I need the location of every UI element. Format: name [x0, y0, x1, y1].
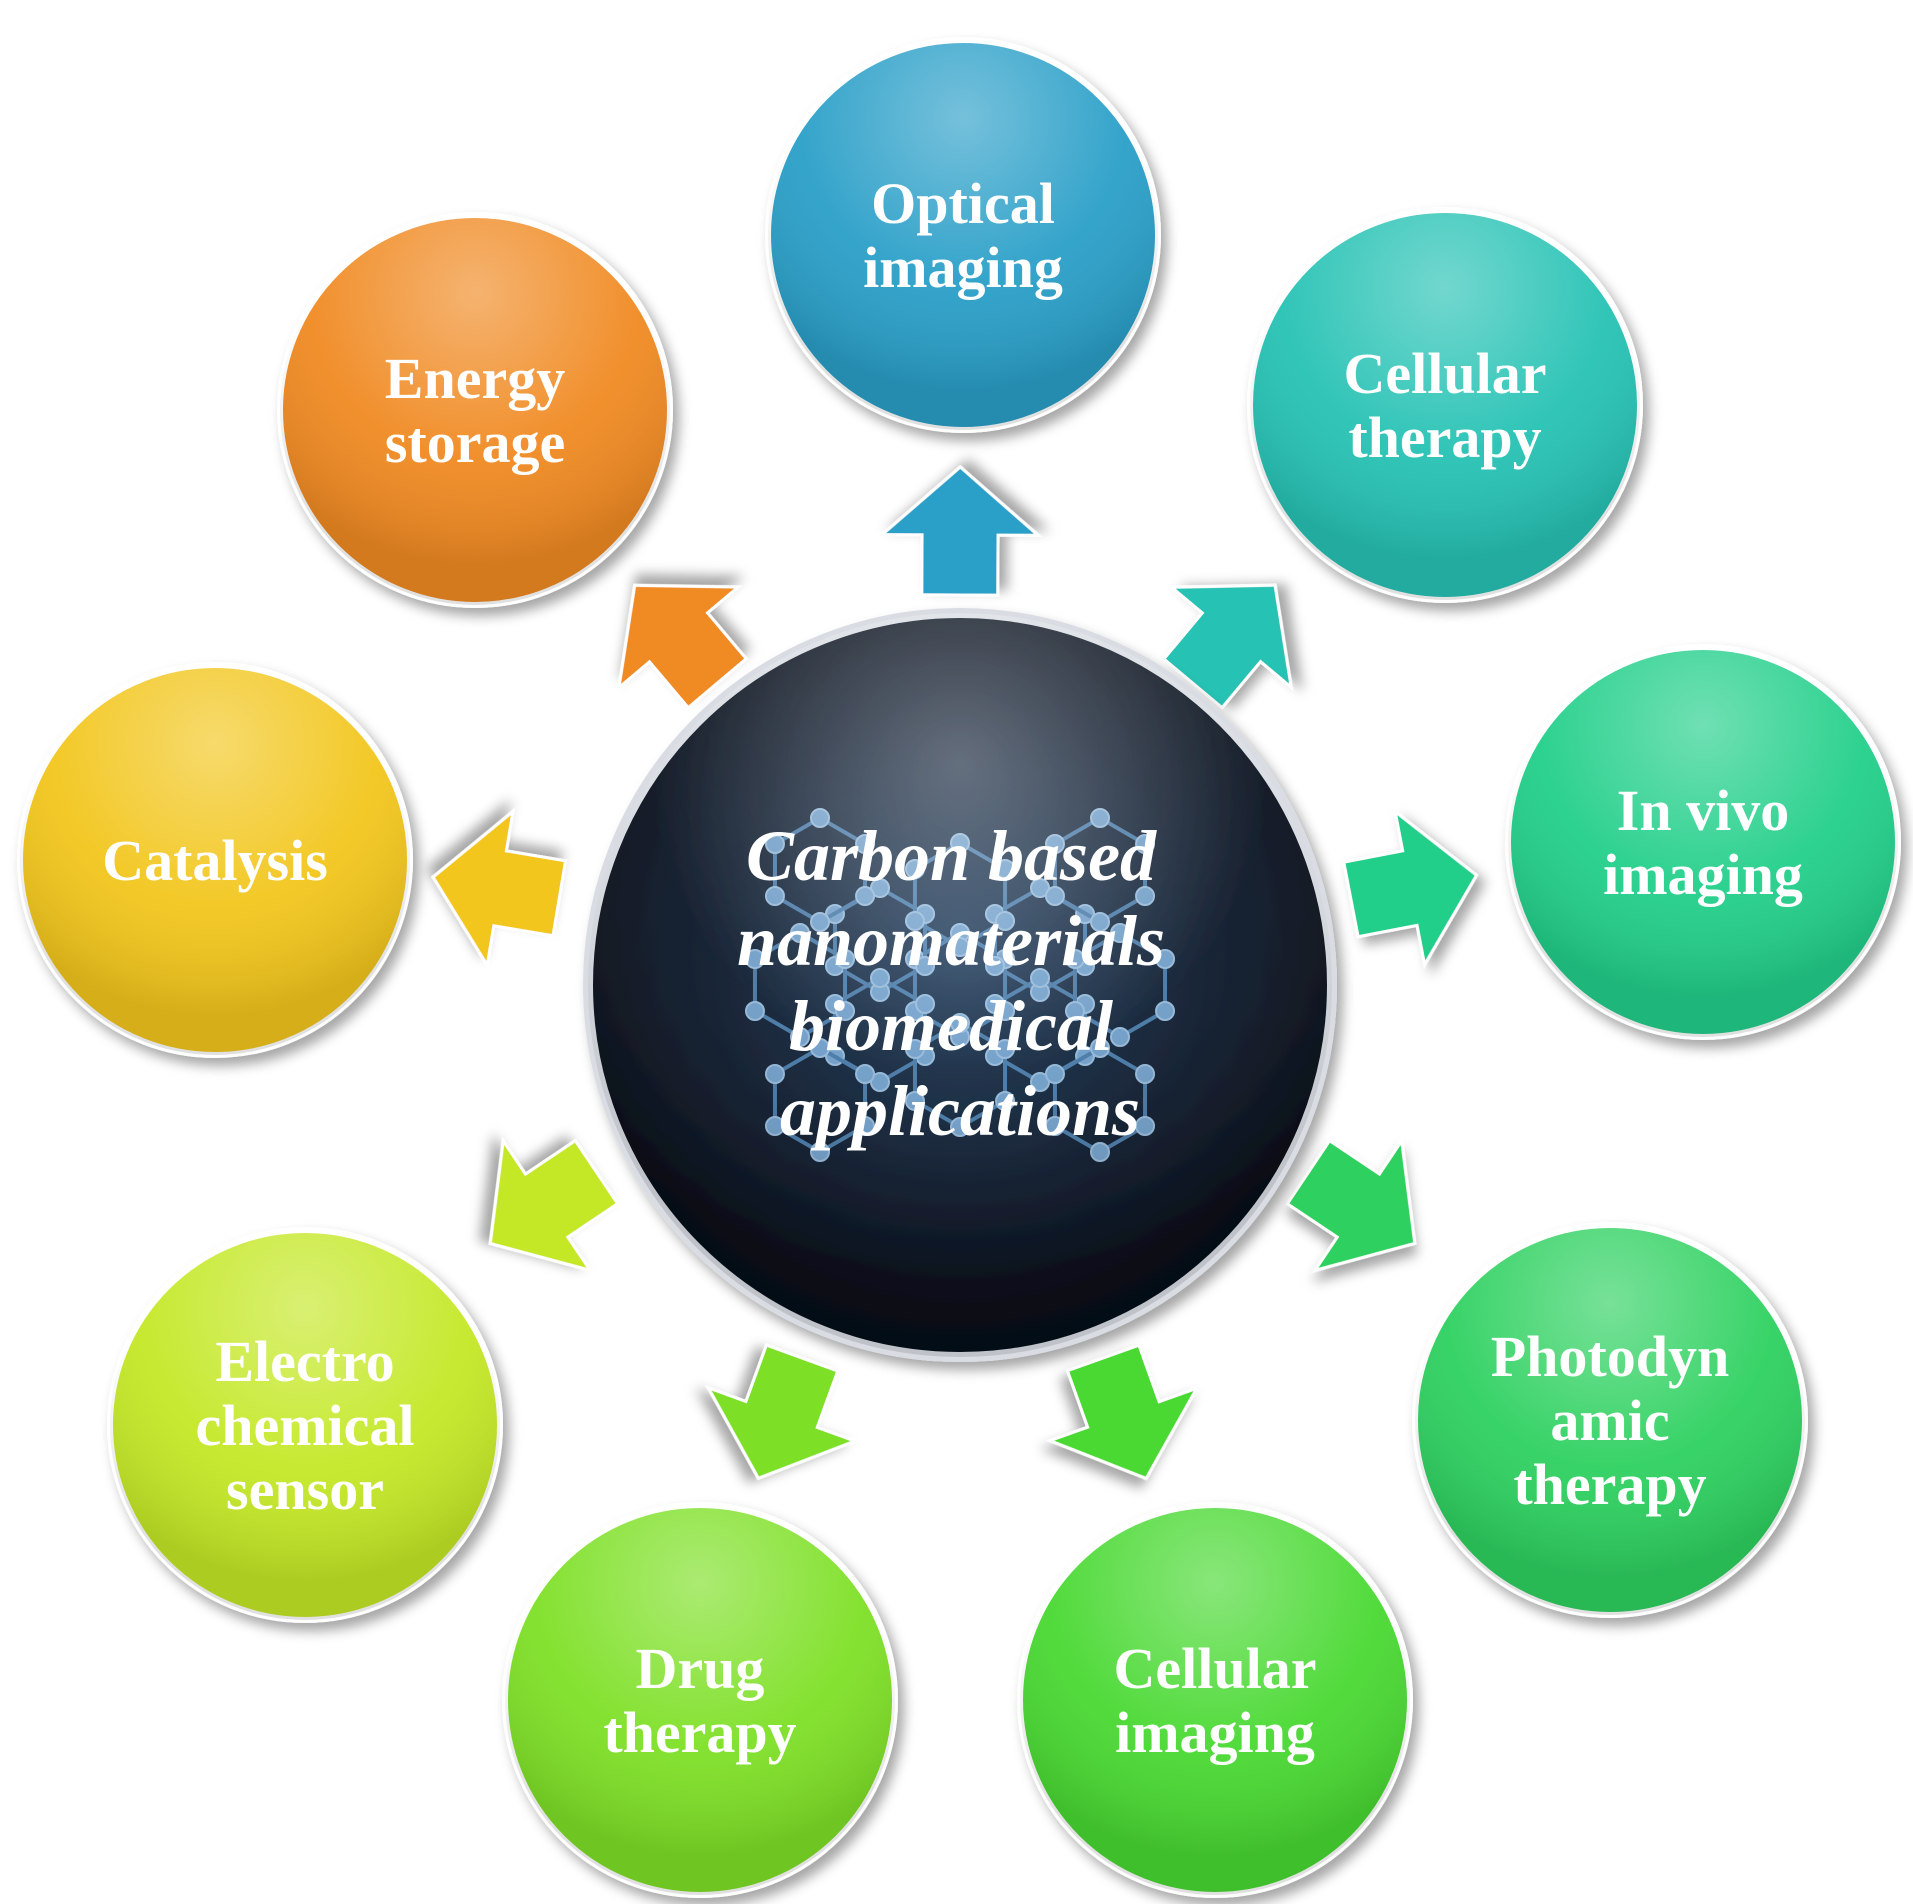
- node-gloss-energy-storage: [280, 215, 670, 605]
- node-label-line-in-vivo-imaging-1: In vivo: [1617, 778, 1789, 843]
- center-node: [583, 608, 1337, 1362]
- node-gloss-optical-imaging: [768, 40, 1158, 430]
- node-gloss-catalysis: [20, 665, 410, 1055]
- node-label-line-cellular-imaging-2: imaging: [1115, 1700, 1315, 1765]
- node-label-line-drug-therapy-1: Drug: [636, 1636, 765, 1701]
- center-label: Carbon based nanomaterials biomedical ap…: [737, 816, 1183, 1151]
- arrow-to-photodynamic-therapy: [1285, 1136, 1417, 1273]
- node-label-catalysis: Catalysis: [102, 828, 328, 893]
- arrow-to-energy-storage: [616, 583, 749, 710]
- node-label-line-cellular-imaging-1: Cellular: [1114, 1636, 1317, 1701]
- node-label-line-cellular-therapy-2: therapy: [1348, 405, 1541, 470]
- node-label-line-catalysis-1: Catalysis: [102, 828, 328, 893]
- node-gloss-cellular-imaging: [1020, 1505, 1410, 1895]
- node-gloss-in-vivo-imaging: [1508, 647, 1898, 1037]
- node-label-line-in-vivo-imaging-2: imaging: [1603, 842, 1803, 907]
- center-gloss: [588, 613, 1332, 1357]
- arrow-to-drug-therapy: [705, 1343, 860, 1481]
- node-label-line-optical-imaging-2: imaging: [863, 235, 1063, 300]
- arrow-to-catalysis: [431, 807, 568, 970]
- node-label-line-energy-storage-2: storage: [385, 410, 565, 475]
- node-gloss-electrochemical-sensor: [110, 1230, 500, 1620]
- node-gloss-cellular-therapy: [1250, 210, 1640, 600]
- center-line-4: applications: [780, 1071, 1140, 1151]
- node-label-line-electrochemical-sensor-2: chemical: [195, 1393, 414, 1458]
- node-gloss-drug-therapy: [505, 1505, 895, 1895]
- node-label-line-optical-imaging-1: Optical: [871, 171, 1055, 236]
- center-line-1: Carbon based: [746, 816, 1157, 896]
- arrow-to-electrochemical-sensor: [488, 1136, 620, 1273]
- node-label-line-photodynamic-therapy-1: Photodyn: [1491, 1324, 1730, 1389]
- node-label-line-cellular-therapy-1: Cellular: [1344, 341, 1547, 406]
- node-label-line-electrochemical-sensor-1: Electro: [215, 1329, 394, 1394]
- node-catalysis: Catalysis: [17, 662, 413, 1058]
- node-gloss-photodynamic-therapy: [1415, 1225, 1805, 1615]
- node-label-line-photodynamic-therapy-2: amic: [1550, 1388, 1669, 1453]
- arrow-to-in-vivo-imaging: [1341, 807, 1479, 969]
- node-label-line-energy-storage-1: Energy: [385, 346, 565, 411]
- node-label-line-photodynamic-therapy-3: therapy: [1513, 1452, 1706, 1517]
- node-label-line-electrochemical-sensor-3: sensor: [226, 1457, 384, 1522]
- arrows-group: [431, 465, 1479, 1481]
- arrow-to-cellular-therapy: [1161, 583, 1294, 710]
- center-line-3: biomedical: [789, 986, 1113, 1066]
- node-label-line-drug-therapy-2: therapy: [603, 1700, 796, 1765]
- arrow-to-cellular-imaging: [1045, 1343, 1201, 1481]
- arrow-to-optical-imaging: [878, 465, 1043, 597]
- center-line-2: nanomaterials: [737, 901, 1165, 981]
